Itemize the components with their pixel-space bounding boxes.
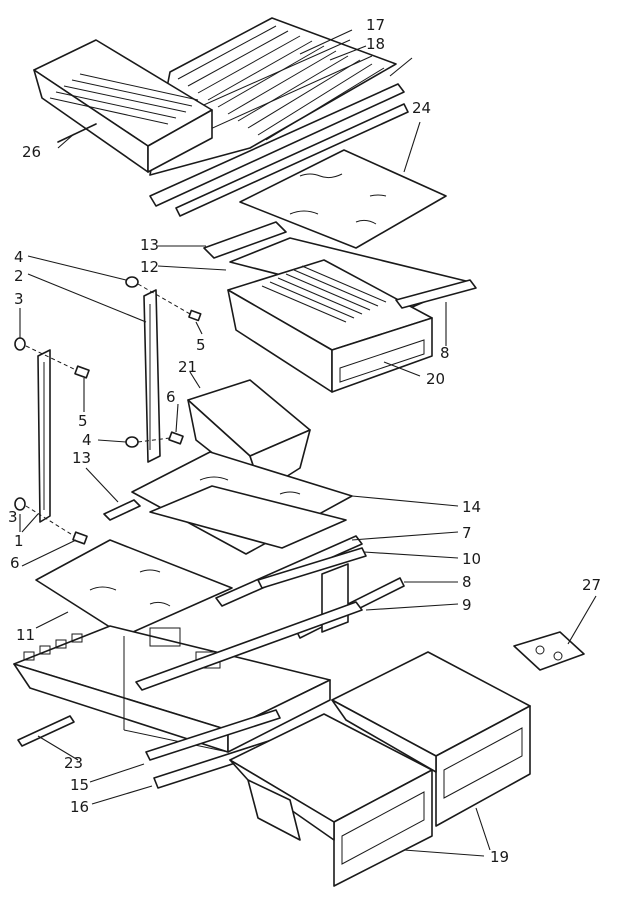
callout-5-right: 5 <box>196 336 206 354</box>
callout-11: 11 <box>16 626 35 644</box>
callout-20: 20 <box>426 370 445 388</box>
crisper-drawer-front <box>229 713 433 887</box>
callout-18: 18 <box>366 35 385 53</box>
screw-5a <box>74 365 90 379</box>
callout-6-bottom: 6 <box>10 554 20 572</box>
crisper-drawer-rear <box>331 651 531 827</box>
screw-5b <box>188 309 202 322</box>
callout-7: 7 <box>462 524 472 542</box>
hardware-parts <box>14 276 202 545</box>
callout-16: 16 <box>70 798 89 816</box>
callout-17: 17 <box>366 16 385 34</box>
bushing-4b <box>125 436 139 448</box>
callout-3-bottom: 3 <box>8 508 18 526</box>
glass-shelf-11 <box>35 539 233 637</box>
screw-6a <box>168 431 184 445</box>
callout-21: 21 <box>178 358 197 376</box>
callout-10: 10 <box>462 550 481 568</box>
callout-13-top: 13 <box>140 236 159 254</box>
callout-14: 14 <box>462 498 481 516</box>
cap-3a <box>14 337 26 351</box>
callout-9: 9 <box>462 596 472 614</box>
glass-shelf-24 <box>239 149 447 249</box>
callout-27: 27 <box>582 576 601 594</box>
callout-8-bottom: 8 <box>462 573 472 591</box>
ladder-rail-right <box>143 289 161 463</box>
callout-2: 2 <box>14 267 24 285</box>
callout-1: 1 <box>14 532 24 550</box>
callout-4-top: 4 <box>14 248 24 266</box>
meat-pan-20 <box>203 221 477 393</box>
callout-3-top: 3 <box>14 290 24 308</box>
cap-3b <box>14 497 26 511</box>
callout-24: 24 <box>412 99 431 117</box>
callout-12: 12 <box>140 258 159 276</box>
callout-13-mid: 13 <box>72 449 91 467</box>
callout-5-left: 5 <box>78 412 88 430</box>
part-27-clip <box>513 631 585 671</box>
ladder-rail-left <box>37 349 51 523</box>
leader-lines <box>19 29 597 857</box>
shelf-frame <box>149 485 405 639</box>
callout-6-top: 6 <box>166 388 176 406</box>
tray-26 <box>33 39 213 173</box>
callout-8-top: 8 <box>440 344 450 362</box>
screw-6b <box>72 531 88 545</box>
callout-15: 15 <box>70 776 89 794</box>
bushing-4a <box>125 276 139 288</box>
callout-labels: 17 18 24 26 13 12 4 2 3 5 8 21 20 6 5 4 … <box>8 16 601 866</box>
callout-4-mid: 4 <box>82 431 92 449</box>
shelf-trim-top <box>149 83 409 217</box>
callout-26: 26 <box>22 143 41 161</box>
callout-19: 19 <box>490 848 509 866</box>
callout-23: 23 <box>64 754 83 772</box>
